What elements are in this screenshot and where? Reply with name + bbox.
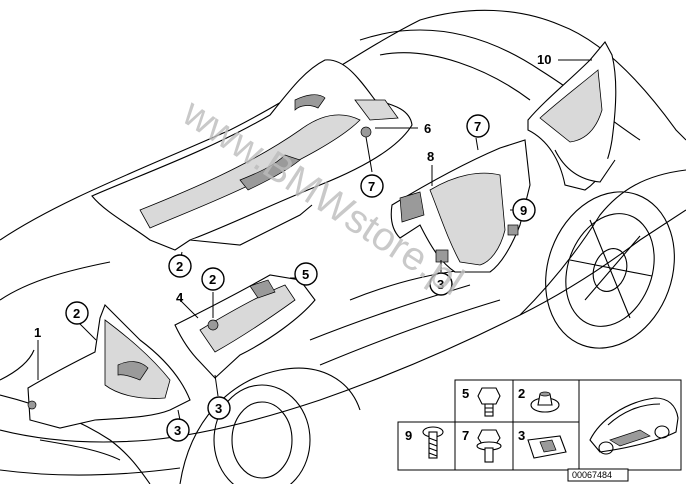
callout-circle-5 (294, 262, 318, 286)
car-outline (0, 9, 686, 484)
callout-3a: 3 (437, 277, 444, 292)
callout-2c: 2 (73, 306, 80, 321)
screw-icon (422, 426, 444, 459)
callout-3c: 3 (174, 423, 181, 438)
callout-circle-7b (466, 114, 490, 138)
callout-7a: 7 (368, 179, 375, 194)
callout-9: 9 (520, 203, 527, 218)
fastener-legend: 5 2 9 7 3 (397, 379, 682, 482)
car-thumbnail-icon (589, 397, 679, 455)
spring-clip-icon (527, 435, 567, 459)
callout-2b: 2 (209, 272, 216, 287)
legend-label-7: 7 (462, 428, 469, 443)
wheel-arch-shield-front[interactable] (27, 304, 191, 429)
diagram-id-box (567, 468, 629, 482)
heat-shield-center[interactable] (174, 274, 316, 379)
callout-10: 10 (537, 52, 551, 67)
callout-circle-3c (166, 418, 190, 442)
callout-circle-3a (429, 272, 453, 296)
heat-shield-rear[interactable] (390, 139, 531, 273)
legend-label-9: 9 (405, 428, 412, 443)
callout-7b: 7 (474, 119, 481, 134)
callout-8: 8 (427, 149, 434, 164)
legend-label-5: 5 (462, 386, 469, 401)
heat-shield-tunnel[interactable] (91, 59, 413, 251)
callout-3b: 3 (215, 401, 222, 416)
callout-5: 5 (302, 267, 309, 282)
callout-circle-2b (201, 267, 225, 291)
callout-2a: 2 (176, 259, 183, 274)
callout-circle-7a (360, 174, 384, 198)
wheel-arch-shield-rear[interactable] (527, 41, 617, 191)
callout-circle-3b (207, 396, 231, 420)
callout-4: 4 (176, 290, 184, 305)
flange-bolt-icon (476, 429, 502, 463)
callout-circle-2c (65, 301, 89, 325)
callout-1: 1 (34, 325, 41, 340)
callout-circle-9 (512, 198, 536, 222)
callout-circle-2a (168, 254, 192, 278)
callouts: 6 7 7 8 9 3 10 2 2 5 4 3 1 2 3 (34, 52, 551, 442)
nut-clip-icon (530, 391, 560, 413)
diagram-id: 00067484 (572, 470, 612, 480)
hex-bolt-icon (477, 387, 501, 417)
callout-6: 6 (424, 121, 431, 136)
legend-label-2: 2 (518, 386, 525, 401)
legend-label-3: 3 (518, 428, 525, 443)
